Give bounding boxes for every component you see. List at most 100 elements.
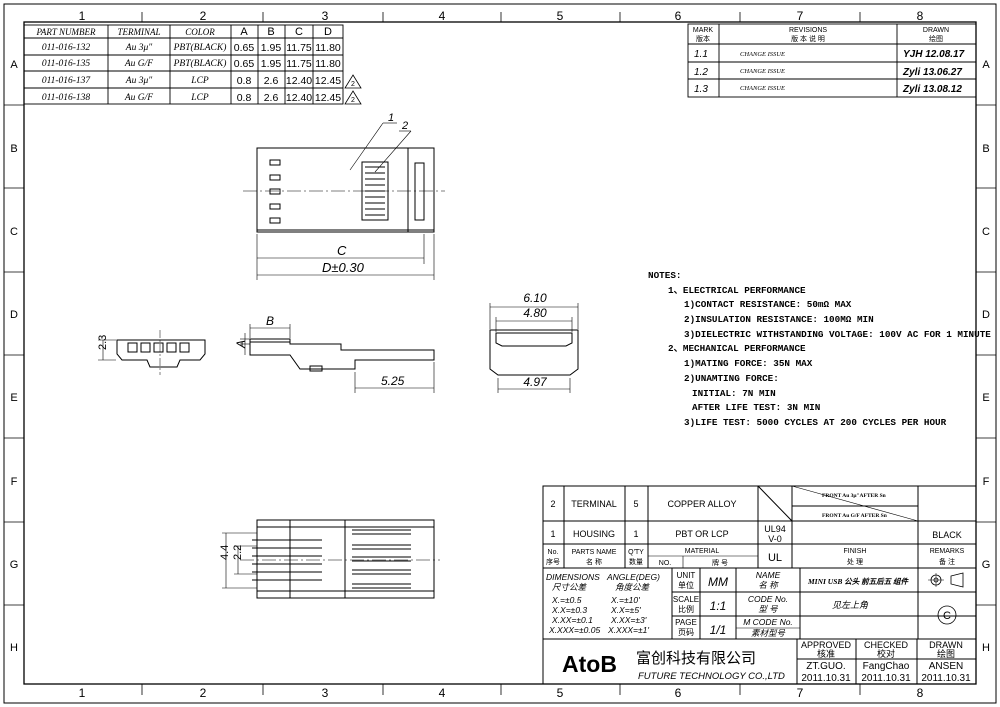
name-label-cn: 名 称 xyxy=(758,580,779,590)
note-line: 1、ELECTRICAL PERFORMANCE xyxy=(668,285,806,296)
row-label-g: G xyxy=(10,559,19,571)
rev-row-2-desc: CHANGE ISSUE xyxy=(740,68,785,75)
bom-head-no2: NO. xyxy=(659,560,672,567)
notes-title: NOTES: xyxy=(648,270,681,281)
code-no-label: CODE No. xyxy=(748,594,788,604)
table-row-1-a: 0.65 xyxy=(234,42,255,54)
dim-d: D±0.30 xyxy=(322,260,365,275)
tol-d3: X.XX=±0.1 xyxy=(551,615,593,625)
col-label-bottom-1: 1 xyxy=(79,686,86,700)
table-row-3-d: 12.45 xyxy=(315,75,341,87)
note-line: 3)LIFE TEST: 5000 CYCLES AT 200 CYCLES P… xyxy=(684,417,947,428)
col-label-3: 3 xyxy=(322,9,329,23)
scale-label: SCALE xyxy=(673,595,699,604)
dim-2-3: 2.3 xyxy=(97,335,109,350)
row-label-right-c: C xyxy=(982,226,990,238)
table-row-4-color: LCP xyxy=(190,93,209,103)
table-row-4-d: 12.45 xyxy=(315,92,341,104)
parts-header-terminal: TERMINAL xyxy=(117,27,160,37)
table-row-3-color: LCP xyxy=(190,76,209,86)
code-no-value: 见左上角 xyxy=(832,600,869,610)
col-label-7: 7 xyxy=(797,9,804,23)
col-label-bottom-8: 8 xyxy=(917,686,924,700)
table-row-3-part: 011-016-137 xyxy=(42,76,92,86)
table-row-4-part: 011-016-138 xyxy=(42,93,91,103)
table-row-2-c: 11.75 xyxy=(286,58,312,70)
table-row-4-terminal: Au G/F xyxy=(124,93,153,103)
rev-mark-header-cn: 版本 xyxy=(696,34,710,43)
tol-dims: DIMENSIONS xyxy=(546,572,600,582)
bom-head-grade-cn: 牌 号 xyxy=(712,558,728,567)
bom-head-remarks: REMARKS xyxy=(930,548,965,555)
bom-head-qty: Q'TY xyxy=(628,549,644,556)
dim-2-2: 2.2 xyxy=(232,545,244,560)
row-label-right-h: H xyxy=(982,642,990,654)
unit-label: UNIT xyxy=(677,571,696,580)
bom-row-1-material: COPPER ALLOY xyxy=(667,499,736,509)
approved-label-cn: 核准 xyxy=(817,648,835,659)
parts-header-c: C xyxy=(295,26,303,38)
col-label-bottom-2: 2 xyxy=(200,686,207,700)
parts-header-a: A xyxy=(240,26,248,38)
drawn-date: 2011.10.31 xyxy=(921,673,971,684)
side-view: B A 5.25 xyxy=(234,314,435,393)
tol-a4: X.XXX=±1' xyxy=(607,625,649,635)
row-label-right-g: G xyxy=(982,559,991,571)
col-label-bottom-6: 6 xyxy=(675,686,682,700)
parts-table: PART NUMBER TERMINAL COLOR A B C D 011-0… xyxy=(23,24,362,105)
rev-revisions-header-cn: 版 本 说 明 xyxy=(791,34,825,43)
rev-drawn-header-cn: 绘图 xyxy=(929,34,943,43)
row-label-right-a: A xyxy=(982,59,990,71)
col-label-bottom-7: 7 xyxy=(797,686,804,700)
table-row-2-d: 11.80 xyxy=(315,58,341,70)
dim-6-10: 6.10 xyxy=(523,291,547,305)
col-label-4: 4 xyxy=(439,9,446,23)
dim-b: B xyxy=(266,314,274,328)
bom-row-2-remarks: BLACK xyxy=(932,530,962,540)
col-label-bottom-4: 4 xyxy=(439,686,446,700)
checked-by: FangChao xyxy=(863,661,910,672)
bom-head-remarks-cn: 备 注 xyxy=(939,557,955,566)
row-label-c: C xyxy=(10,226,18,238)
copyright-letter: C xyxy=(943,610,951,622)
table-row-4-c: 12.40 xyxy=(286,92,312,104)
row-label-f: F xyxy=(11,476,18,488)
table-row-2-part: 011-016-135 xyxy=(42,59,91,69)
table-row-2-a: 0.65 xyxy=(234,58,255,70)
note-line: INITIAL: 7N MIN xyxy=(692,388,776,399)
name-label: NAME xyxy=(756,570,781,580)
tol-d1: X.=±0.5 xyxy=(551,595,582,605)
scale-label-cn: 比例 xyxy=(678,604,694,614)
rev-mark-header: MARK xyxy=(693,27,714,34)
balloon-2: 2 xyxy=(401,120,408,132)
bom-head-ul: UL xyxy=(768,552,782,564)
tol-dims-cn: 尺寸公差 xyxy=(552,582,588,592)
parts-header-part-number: PART NUMBER xyxy=(36,27,96,37)
parts-header-b: B xyxy=(267,26,274,38)
part-name-value: MINI USB 公头 前五后五 组件 xyxy=(807,577,910,586)
note-line: 1)MATING FORCE: 35N MAX xyxy=(684,358,813,369)
col-label-bottom-5: 5 xyxy=(557,686,564,700)
note-line: 3)DIELECTRIC WITHSTANDING VOLTAGE: 100V … xyxy=(684,329,991,340)
balloon-1: 1 xyxy=(388,112,394,124)
drawn-label: DRAWN xyxy=(929,640,963,650)
table-row-1-color: PBT(BLACK) xyxy=(173,42,227,53)
note-line: AFTER LIFE TEST: 3N MIN xyxy=(692,402,820,413)
page-label: PAGE xyxy=(675,618,697,627)
page-value: 1/1 xyxy=(710,623,727,637)
row-label-right-f: F xyxy=(983,476,990,488)
checked-date: 2011.10.31 xyxy=(861,673,911,684)
row-label-h: H xyxy=(10,642,18,654)
table-row-4-a: 0.8 xyxy=(237,92,252,104)
rev-row-2-mark: 1.2 xyxy=(694,67,708,78)
rev-row-3-desc: CHANGE ISSUE xyxy=(740,85,785,92)
table-row-1-terminal: Au 3μ" xyxy=(125,43,153,53)
tol-d4: X.XXX=±0.05 xyxy=(548,625,600,635)
table-row-2-b: 1.95 xyxy=(261,58,282,70)
rev-row-3-drawn: Zyli 13.08.12 xyxy=(902,84,962,95)
bom-head-no: No. xyxy=(548,549,559,556)
m-code-label-cn: 素材型号 xyxy=(751,628,786,638)
dim-4-97: 4.97 xyxy=(523,375,548,389)
col-label-2: 2 xyxy=(200,9,207,23)
